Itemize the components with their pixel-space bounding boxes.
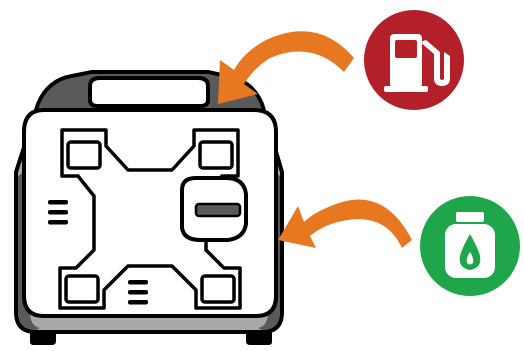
- vent-slots-bottom: [128, 280, 148, 305]
- arrow-propane-to-generator: [278, 200, 412, 249]
- propane-badge: [420, 196, 520, 296]
- generator-handle: [90, 78, 208, 106]
- gas-pump-window: [395, 40, 417, 58]
- gasoline-badge: [364, 10, 464, 110]
- arrow-fuel-to-generator: [218, 31, 354, 104]
- fuel-cap: [182, 178, 246, 240]
- generator: [16, 72, 282, 345]
- vent-slots-left: [48, 200, 68, 225]
